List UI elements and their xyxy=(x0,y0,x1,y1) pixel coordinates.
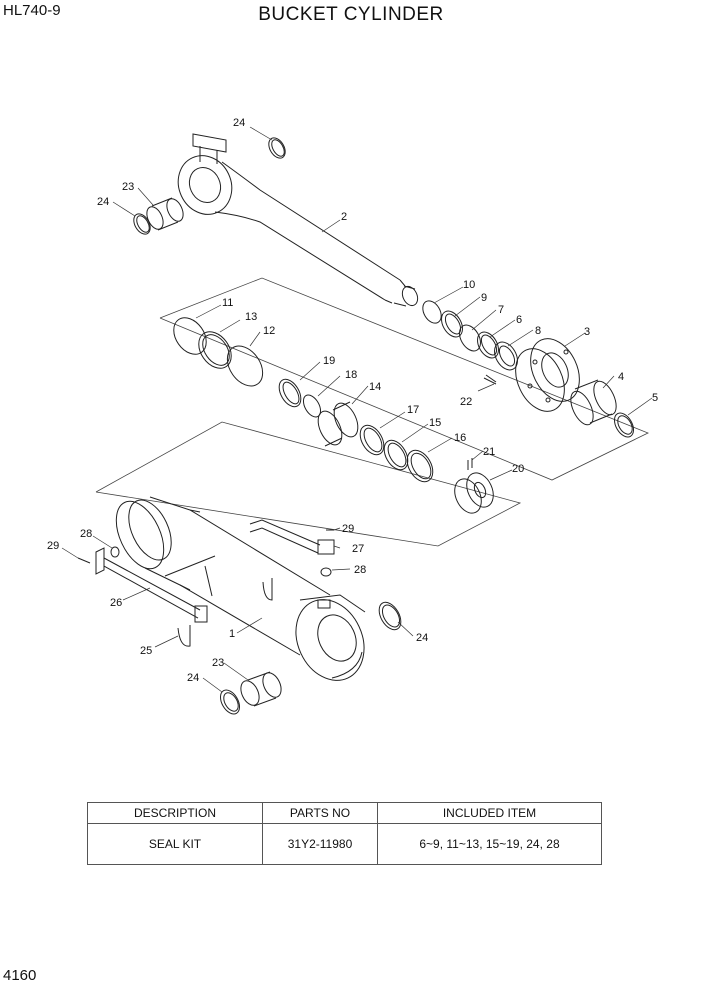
callout-29-left: 29 xyxy=(47,540,59,552)
callout-10: 10 xyxy=(463,279,475,291)
tube-seals xyxy=(77,529,402,715)
callout-23-top: 23 xyxy=(122,181,134,193)
callout-8: 8 xyxy=(535,325,541,337)
column-header-parts-no: PARTS NO xyxy=(262,802,378,824)
column-header-description: DESCRIPTION xyxy=(87,802,263,824)
callout-25: 25 xyxy=(140,645,152,657)
cell-included-item: 6~9, 11~13, 15~19, 24, 28 xyxy=(377,823,602,865)
callout-9: 9 xyxy=(481,292,487,304)
callout-27: 27 xyxy=(352,543,364,555)
cylinder-tube-part xyxy=(115,496,366,681)
callout-15: 15 xyxy=(429,417,441,429)
cell-description: SEAL KIT xyxy=(87,823,263,865)
page-title: BUCKET CYLINDER xyxy=(258,4,444,25)
callout-11: 11 xyxy=(222,297,233,309)
callout-16: 16 xyxy=(454,432,466,444)
piston-rod-part xyxy=(177,133,419,307)
callout-24-bottom: 24 xyxy=(187,672,199,684)
callout-17: 17 xyxy=(407,404,419,416)
piston-nut xyxy=(454,458,494,514)
assembly-frame-middle xyxy=(159,277,649,481)
callout-24-top: 24 xyxy=(233,117,245,129)
callout-20: 20 xyxy=(512,463,524,475)
hydraulic-pipes xyxy=(95,519,335,647)
callout-4: 4 xyxy=(618,371,624,383)
callout-28-left: 28 xyxy=(80,528,92,540)
rod-eye-seals xyxy=(133,137,286,235)
callout-18: 18 xyxy=(345,369,357,381)
callout-6: 6 xyxy=(516,314,522,326)
callout-19: 19 xyxy=(323,355,335,367)
model-number: HL740-9 xyxy=(3,2,61,19)
table-row: SEAL KIT 31Y2-11980 6~9, 11~13, 15~19, 2… xyxy=(87,823,602,865)
callout-26: 26 xyxy=(110,597,122,609)
seal-kit-table: DESCRIPTION PARTS NO INCLUDED ITEM SEAL … xyxy=(87,802,602,865)
callout-12: 12 xyxy=(263,325,275,337)
callout-14: 14 xyxy=(369,381,381,393)
leader-lines xyxy=(61,126,653,693)
callout-5: 5 xyxy=(652,392,658,404)
rod-cover-gland xyxy=(483,338,634,438)
rod-seal-rings xyxy=(422,300,518,371)
callout-labels: 24 23 24 2 10 9 7 6 8 3 4 5 11 13 12 19 … xyxy=(47,117,658,684)
page-number: 4160 xyxy=(3,967,37,984)
cell-parts-no: 31Y2-11980 xyxy=(262,823,378,865)
callout-3: 3 xyxy=(584,326,590,338)
piston-seals xyxy=(173,317,434,483)
callout-24-right: 24 xyxy=(416,632,428,644)
column-header-included-item: INCLUDED ITEM xyxy=(377,802,602,824)
callout-24-left: 24 xyxy=(97,196,109,208)
callout-29-right: 29 xyxy=(342,523,354,535)
table-header-row: DESCRIPTION PARTS NO INCLUDED ITEM xyxy=(87,802,602,824)
callout-23-bottom: 23 xyxy=(212,657,224,669)
callout-7: 7 xyxy=(498,304,504,316)
callout-1: 1 xyxy=(229,628,235,640)
callout-22: 22 xyxy=(460,396,472,408)
callout-21: 21 xyxy=(483,446,495,458)
callout-28-right: 28 xyxy=(354,564,366,576)
callout-2: 2 xyxy=(341,211,347,223)
callout-13: 13 xyxy=(245,311,257,323)
assembly-frame-lower xyxy=(95,421,522,547)
